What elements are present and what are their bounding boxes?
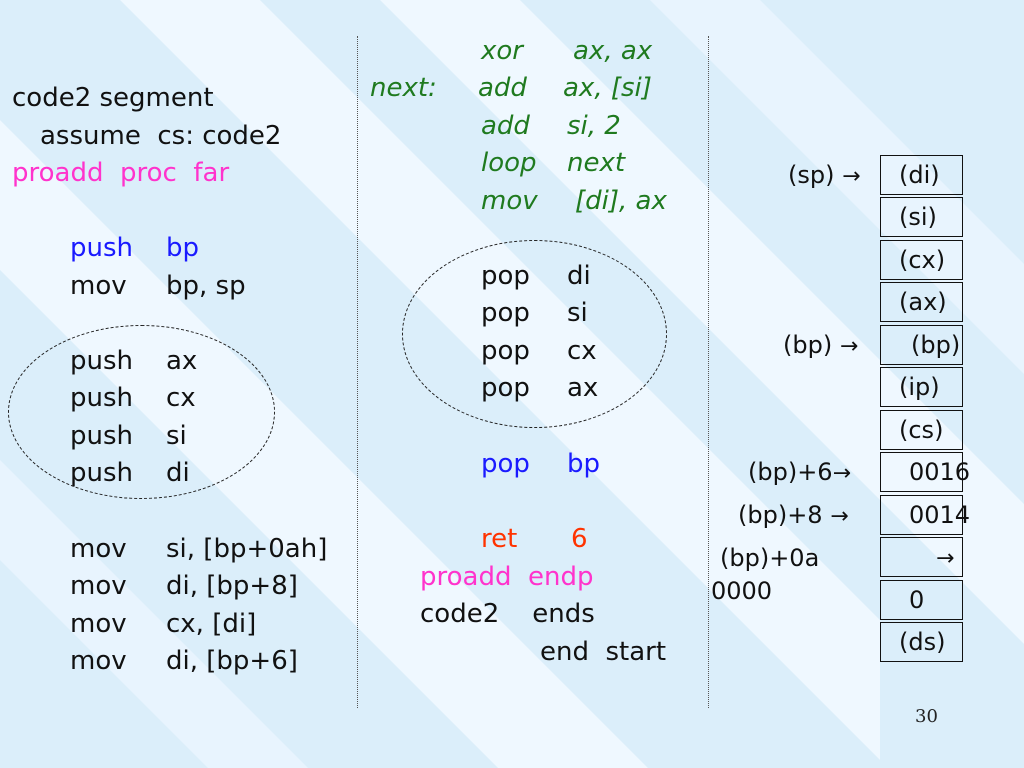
stack-cell-empty: [880, 537, 963, 577]
bp6-pointer-label: (bp)+6→: [748, 458, 852, 486]
arrow-right-icon: →: [842, 164, 861, 189]
stack-cell-bp: (bp): [880, 325, 963, 365]
proc-line: proadd proc far: [12, 158, 230, 188]
endp-line: proadd endp: [420, 562, 594, 592]
stack-cell-0016: 0016: [880, 452, 970, 492]
column-separator-left: [357, 36, 358, 708]
stack-cell-ds: (ds): [880, 622, 963, 662]
arrow-right-icon: →: [830, 504, 849, 529]
sp-pointer-label: (sp) →: [788, 161, 861, 189]
stack-cell-0: 0: [880, 580, 963, 620]
bp8-pointer-label: (bp)+8 →: [738, 501, 849, 529]
stack-cell-cx: (cx): [880, 240, 963, 280]
stack-cell-0014: 0014: [880, 495, 970, 535]
code-segment-line: code2 segment: [12, 83, 214, 113]
column-separator-right: [708, 36, 709, 708]
arrow-right-icon: →: [832, 461, 852, 486]
stack-cell-si: (si): [880, 197, 963, 237]
bp-pointer-label: (bp) →: [783, 331, 859, 359]
dashed-oval-pops: [402, 240, 667, 428]
stack-cell-ax: (ax): [880, 282, 963, 322]
arrow-right-icon: →: [839, 334, 859, 359]
stack-cell-di: (di): [880, 155, 963, 195]
page-number: 30: [915, 706, 938, 727]
ends-line: code2 ends: [420, 599, 595, 629]
assume-line: assume cs: code2: [40, 121, 282, 151]
dashed-oval-pushes: [8, 325, 275, 499]
bp0a-value-label: 0000: [711, 577, 773, 605]
stack-cell-ip: (ip): [880, 367, 963, 407]
bp0a-pointer-label: (bp)+0a: [720, 544, 820, 572]
stack-cell-cs: (cs): [880, 410, 963, 450]
mov-di-ax-line: mov[di], ax: [481, 186, 667, 216]
arrow-right-icon: →: [936, 546, 955, 571]
end-start-line: end start: [540, 637, 667, 667]
